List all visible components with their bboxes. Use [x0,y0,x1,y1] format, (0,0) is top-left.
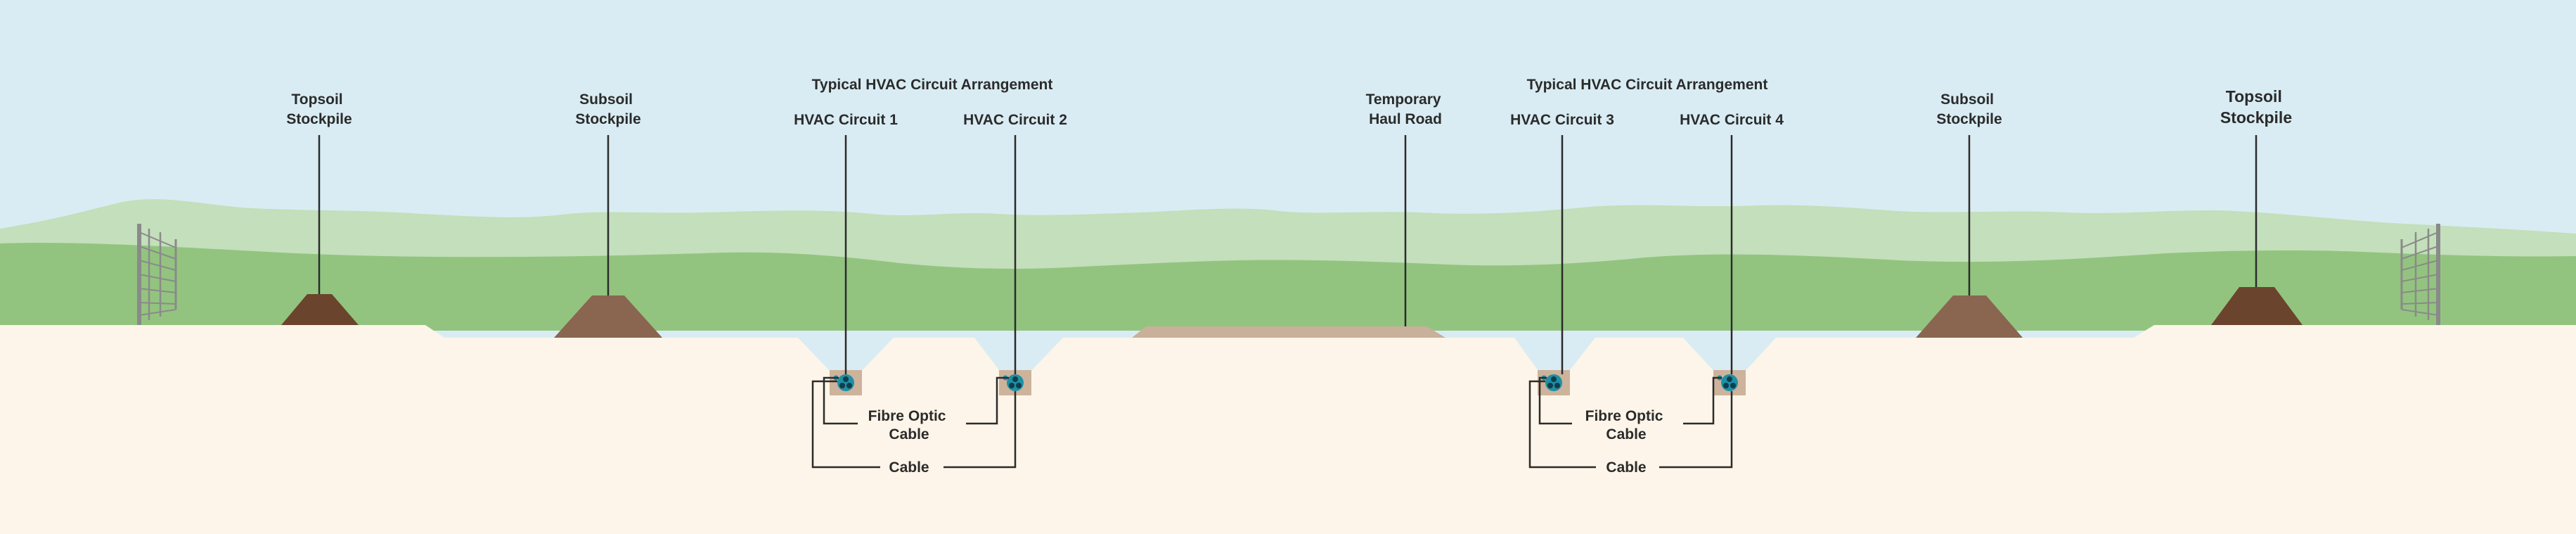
label-cable-left: Cable [889,459,929,476]
label-circuit-2: HVAC Circuit 2 [963,112,1067,128]
label-line: Fibre Optic [868,408,946,424]
label-line: Cable [889,426,929,443]
label-topsoil-right: Topsoil Stockpile [2220,87,2292,127]
trench-circuit-4 [1713,370,1746,395]
label-line: Topsoil [2226,87,2282,106]
leader-cable-left-b [944,391,1017,469]
arrangement-title-right: Typical HVAC Circuit Arrangement [1527,77,1768,93]
label-subsoil-left: Subsoil Stockpile [575,91,640,127]
label-circuit-4: HVAC Circuit 4 [1680,112,1784,128]
label-line: Stockpile [286,111,352,127]
leader-fibre-right-a [1538,376,1572,425]
label-line: Subsoil [579,91,633,108]
leader-fibre-right-b [1683,376,1722,425]
leader-cable-right-b [1659,391,1733,469]
label-fibre-left: Fibre Optic Cable [868,408,951,443]
topsoil-stockpile-left [281,294,359,325]
label-haul-road: Temporary Haul Road [1366,91,1445,127]
label-circuit-3: HVAC Circuit 3 [1510,112,1614,128]
label-fibre-right: Fibre Optic Cable [1585,408,1668,443]
cable-icon [1721,374,1738,391]
trench-circuit-1 [830,370,862,395]
trench-circuit-3 [1538,370,1570,395]
leader-cable-left-a [811,380,880,469]
leader-cable-right-a [1528,380,1596,469]
subsoil-stockpile-right [1916,295,2023,338]
topsoil-stockpile-right [2211,287,2303,325]
label-cable-right: Cable [1606,459,1646,476]
label-line: Fibre Optic [1585,408,1663,424]
label-line: Haul Road [1369,111,1442,127]
leader-fibre-left-a [823,376,858,425]
fence-right [2400,224,2440,325]
leader-fibre-left-b [966,376,1009,425]
label-line: Stockpile [575,111,640,127]
ground-profile [0,325,2576,534]
label-subsoil-right: Subsoil Stockpile [1936,91,2002,127]
label-line: Subsoil [1940,91,1994,108]
subsoil-stockpile-left [554,295,662,338]
label-line: Cable [1606,426,1646,443]
label-topsoil-left: Topsoil Stockpile [286,91,352,127]
label-line: Topsoil [292,91,343,108]
cable-icon [837,374,854,391]
label-line: Stockpile [1936,111,2002,127]
cable-icon [1545,374,1562,391]
label-line: Temporary [1366,91,1441,108]
haul-road [1132,326,1445,338]
near-hills [0,243,2576,331]
arrangement-title-left: Typical HVAC Circuit Arrangement [812,77,1053,93]
cable-icon [1007,374,1024,391]
label-circuit-1: HVAC Circuit 1 [794,112,898,128]
fence-left [137,224,177,325]
label-line: Stockpile [2220,108,2292,127]
